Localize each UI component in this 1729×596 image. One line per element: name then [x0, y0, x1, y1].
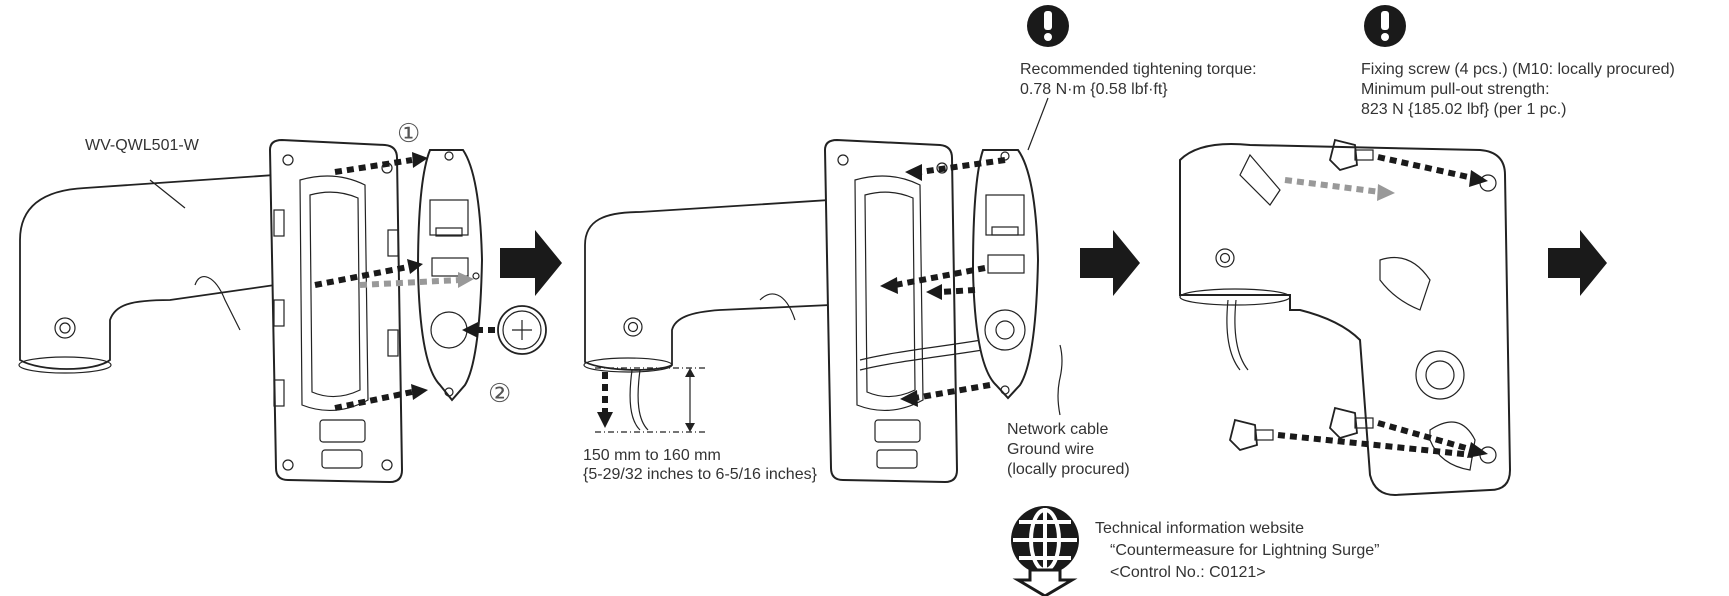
- torque-label-title: Recommended tightening torque:: [1020, 61, 1257, 78]
- model-label: WV-QWL501-W: [85, 137, 200, 154]
- step-1-assembly: WV-QWL501-W ① ②: [18, 119, 547, 484]
- step-2-assembly: 150 mm to 160 mm {5-29/32 inches to 6-5/…: [583, 5, 1257, 484]
- website-article: “Countermeasure for Lightning Surge”: [1110, 542, 1379, 559]
- gray-arrow-1: [359, 277, 461, 288]
- cable-label-network: Network cable: [1007, 421, 1108, 438]
- cable-length-inch: {5-29/32 inches to 6-5/16 inches}: [583, 466, 818, 483]
- website-control-no: <Control No.: C0121>: [1110, 564, 1266, 581]
- cable-length-mm: 150 mm to 160 mm: [583, 447, 721, 464]
- gray-arrow-3: [1284, 177, 1381, 195]
- cover-plate-1: [416, 149, 484, 402]
- mounted-bracket: [1179, 143, 1512, 497]
- dashed-arrow-3b: [1377, 420, 1474, 453]
- bracket-arm-1: [18, 174, 276, 374]
- dashed-arrow-3c: [1277, 432, 1474, 458]
- step-two-marker: ②: [488, 379, 511, 409]
- dashed-arrow-1a: [334, 157, 413, 175]
- mount-plate-1: [268, 138, 404, 484]
- globe-download-icon: [1011, 506, 1079, 596]
- cable-label-ground: Ground wire: [1007, 441, 1094, 458]
- next-step-arrow-icon: [500, 230, 562, 296]
- torque-leader: [1027, 97, 1049, 151]
- website-title: Technical information website: [1095, 520, 1304, 537]
- pull-out-strength-title: Minimum pull-out strength:: [1361, 81, 1550, 98]
- next-step-arrow-icon: [1080, 230, 1140, 296]
- dashed-arrow-2d: [914, 382, 991, 401]
- pull-out-strength-value: 823 N {185.02 lbf} (per 1 pc.): [1361, 101, 1566, 118]
- dashed-arrow-2b: [894, 265, 986, 288]
- dashed-arrow-1b: [314, 264, 409, 288]
- torque-label-value: 0.78 N·m {0.58 lbf·ft}: [1020, 81, 1168, 98]
- cap-seal: [497, 305, 547, 355]
- dashed-arrow-2a: [919, 157, 1006, 175]
- cable-leader: [1057, 344, 1063, 416]
- step-one-marker: ①: [397, 119, 420, 149]
- model-leader: [149, 179, 186, 209]
- caution-icon: [1364, 5, 1406, 47]
- next-step-arrow-icon: [1548, 230, 1607, 296]
- cable-label-procured: (locally procured): [1007, 461, 1130, 478]
- caution-icon: [1027, 5, 1069, 47]
- fixing-screw-label: Fixing screw (4 pcs.) (M10: locally proc…: [1361, 61, 1675, 78]
- screw-bottom-right: [1329, 406, 1374, 440]
- dashed-arrow-1c: [334, 389, 413, 411]
- cover-plate-2: [971, 149, 1040, 400]
- screw-top: [1329, 138, 1374, 172]
- cable-length-dimension: [595, 367, 705, 433]
- dashed-arrow-3a: [1377, 154, 1474, 181]
- dashed-arrow-2c: [939, 287, 976, 295]
- screw-bottom-left: [1229, 418, 1274, 452]
- step-3-assembly: Fixing screw (4 pcs.) (M10: locally proc…: [1179, 5, 1675, 497]
- bracket-arm-2: [583, 199, 831, 431]
